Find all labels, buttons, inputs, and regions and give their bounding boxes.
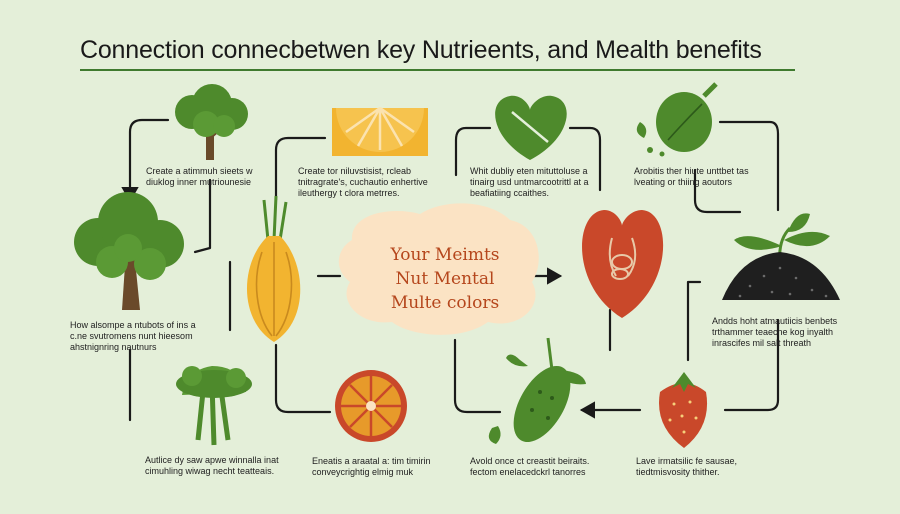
center-line: Your Meimts: [390, 245, 500, 265]
caption-line: tiedtmisvosity thither.: [636, 467, 720, 477]
caption-heart-green: Whit dubliy eten mituttoluse a tinairg u…: [470, 166, 589, 199]
caption-orange: Eneatis a araatal a: tim timirin conveyc…: [312, 456, 431, 478]
caption-line: Eneatis a araatal a: tim timirin: [312, 456, 431, 466]
diagram-title: Connection connecbetwen key Nutrieents, …: [80, 36, 762, 64]
caption-line: Create tor niluvstisist, rcleab: [298, 166, 412, 176]
lemon-slice-icon: [332, 106, 428, 156]
caption-cucumber: Avold once ct creastit beiraits. fectom …: [470, 456, 589, 478]
caption-line: Autlice dy saw apwe winnalla inat: [145, 455, 279, 465]
center-line: Multe colors: [390, 293, 500, 313]
title-underline: [80, 69, 795, 71]
center-line: Nut Mental: [395, 269, 495, 289]
caption-seeds: Andds hoht atmautiicis benbets trthammer…: [712, 316, 837, 349]
caption-line: diuklog inner mutriounesie: [146, 177, 252, 187]
caption-line: Andds hoht atmautiicis benbets: [712, 316, 838, 326]
caption-line: cimuhling wiwag necht teatteais.: [145, 466, 275, 476]
strawberry-icon: [659, 372, 708, 448]
caption-bitter: Arobitis ther hiute unttbet tas lveating…: [634, 166, 749, 188]
tea-leaf-icon: [636, 82, 718, 157]
caption-strawberry: Lave irmatsilic fe sausae, tiedtmisvosit…: [636, 456, 737, 478]
caption-line: conveycrightig elmig muk: [312, 467, 414, 477]
caption-line: fectom enelacedckrl tanorres: [470, 467, 586, 477]
caption-line: beafiatiing ccaithes.: [470, 188, 550, 198]
connector-lines: [121, 118, 780, 422]
caption-line: tinairg usd untmarcootrittl at a: [470, 177, 589, 187]
caption-onion: Create tor niluvstisist, rcleab tnitragr…: [298, 166, 428, 199]
cucumber-icon: [488, 337, 586, 444]
caption-line: lveating or thiing aoutors: [634, 177, 733, 187]
center-label: Your Meimts Nut Mental Multe colors: [360, 243, 530, 315]
seeds-pile-icon: [722, 252, 840, 300]
caption-line: Whit dubliy eten mituttoluse a: [470, 166, 588, 176]
caption-line: tnitragrate's, cuchautio enhertive: [298, 177, 428, 187]
caption-line: Create a atimmuh sieets w: [146, 166, 253, 176]
tree-icon: [175, 84, 248, 160]
caption-tree-top: Create a atimmuh sieets w diuklog inner …: [146, 166, 253, 188]
caption-line: c.ne svutromens nunt hieesom: [70, 331, 193, 341]
caption-line: How alsompe a ntubots of ins a: [70, 320, 196, 330]
leaf-heart-icon: [495, 95, 567, 160]
caption-line: Arobitis ther hiute unttbet tas: [634, 166, 749, 176]
large-tree-icon: [74, 192, 184, 310]
caption-line: Avold once ct creastit beiraits.: [470, 456, 590, 466]
onion-icon: [246, 195, 301, 342]
caption-line: inrascifes mil salt threath: [712, 338, 812, 348]
caption-line: trthammer teaeche kog inyalth: [712, 327, 834, 337]
tomato-heart-icon: [582, 210, 664, 318]
caption-broccoli: Autlice dy saw apwe winnalla inat cimuhl…: [145, 455, 279, 477]
caption-line: Lave irmatsilic fe sausae,: [636, 456, 738, 466]
caption-tree-left: How alsompe a ntubots of ins a c.ne svut…: [70, 320, 196, 353]
caption-line: ileuthergy t clora metrres.: [298, 188, 400, 198]
caption-line: ahstnignring nautnurs: [70, 342, 157, 352]
center-blob: [338, 203, 539, 335]
orange-slice-icon: [335, 370, 407, 442]
broccoli-icon: [176, 366, 252, 446]
